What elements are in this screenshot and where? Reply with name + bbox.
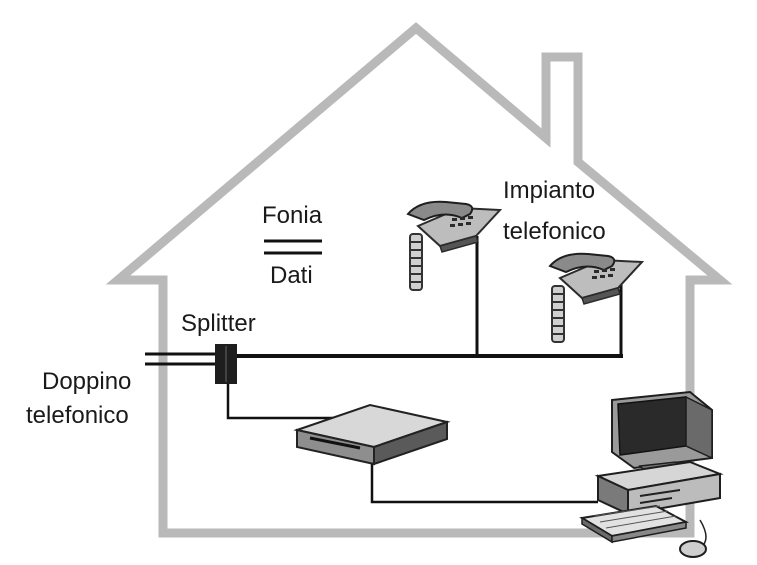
impianto-telefonico-label-line2: telefonico: [503, 218, 606, 245]
splitter-box: [215, 344, 237, 384]
desktop-computer-icon: [579, 390, 724, 558]
impianto-telefonico-label-line1: Impianto: [503, 177, 596, 204]
fraction-divider: [264, 239, 322, 255]
modem-icon: [293, 403, 451, 466]
splitter-label: Splitter: [181, 310, 256, 337]
doppino-telefonico-label-line1: Doppino: [42, 368, 132, 395]
house-outline: [105, 22, 733, 538]
dati-label: Dati: [270, 262, 313, 289]
telephone-icon: [406, 200, 503, 291]
wiring: [145, 236, 623, 504]
telephone-icon: [548, 252, 645, 343]
doppino-telefonico-label-line2: telefonico: [26, 402, 129, 429]
fonia-label: Fonia: [262, 202, 323, 229]
